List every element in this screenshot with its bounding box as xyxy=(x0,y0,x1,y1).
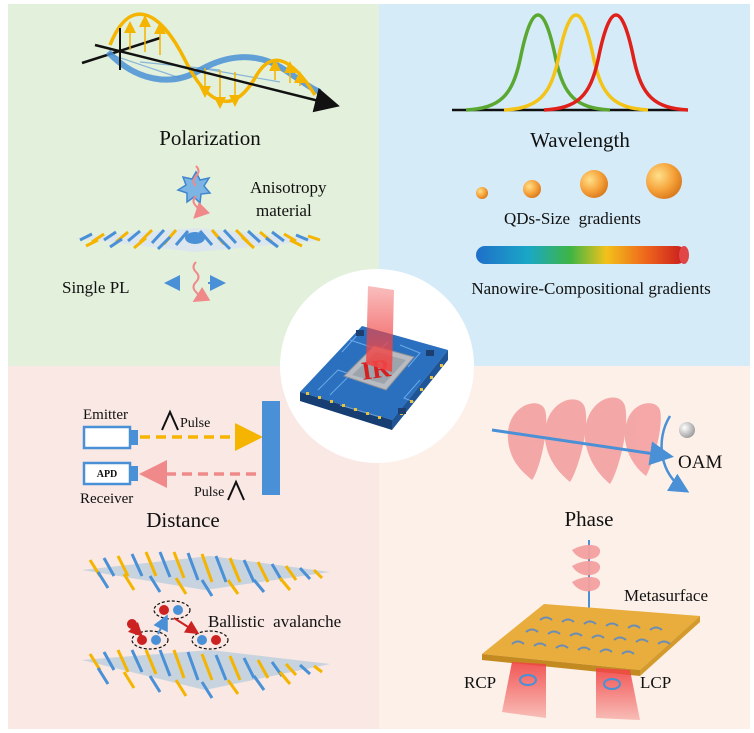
qds-size-label: QDs-Size gradients xyxy=(504,209,641,228)
apd-label: APD xyxy=(97,469,118,480)
anisotropy-label-line1: Anisotropy xyxy=(250,178,327,197)
lcp-beam xyxy=(596,668,640,720)
phase-title: Phase xyxy=(565,507,614,531)
pulse-bottom-label: Pulse xyxy=(194,485,224,500)
rcp-label: RCP xyxy=(464,673,496,692)
metasurface-label: Metasurface xyxy=(624,586,708,605)
polarization-wave-diagram xyxy=(81,12,340,113)
emitter-device xyxy=(82,425,138,450)
ballistic-avalanche-label: Ballistic avalanche xyxy=(208,612,341,631)
anisotropic-material-layer xyxy=(75,228,325,252)
nanowire-label: Nanowire-Compositional gradients xyxy=(471,279,710,298)
receiver-label: Receiver xyxy=(80,491,133,507)
target-wall xyxy=(262,401,280,495)
pulse-top-label: Pulse xyxy=(180,416,210,431)
layered-material-bottom xyxy=(82,649,330,699)
distance-title: Distance xyxy=(146,508,219,532)
wavelength-spectrum xyxy=(452,13,689,112)
pulse-top-icon xyxy=(161,409,179,431)
metasurface-output-beam xyxy=(572,540,601,610)
wavelength-title: Wavelength xyxy=(530,128,630,152)
rcp-beam xyxy=(502,662,546,718)
polarization-title: Polarization xyxy=(159,126,261,150)
ballistic-carriers xyxy=(127,600,229,650)
anisotropy-label-line2: material xyxy=(256,201,312,220)
pulse-bottom-icon xyxy=(227,479,245,501)
single-pl-emission-icon xyxy=(164,261,226,303)
emitter-label: Emitter xyxy=(83,407,128,423)
single-pl-label: Single PL xyxy=(62,278,130,297)
layered-material-top xyxy=(82,551,330,597)
oam-label: OAM xyxy=(678,452,722,473)
nanowire-gradient-bar xyxy=(476,246,689,264)
ir-detector-chip: IR xyxy=(300,286,448,430)
apd-receiver-device xyxy=(82,461,138,486)
quantum-dots-size-gradient xyxy=(476,163,682,199)
oam-helical-beam xyxy=(491,397,695,493)
lcp-label: LCP xyxy=(640,673,671,692)
anisotropy-emission-icon xyxy=(176,165,212,219)
